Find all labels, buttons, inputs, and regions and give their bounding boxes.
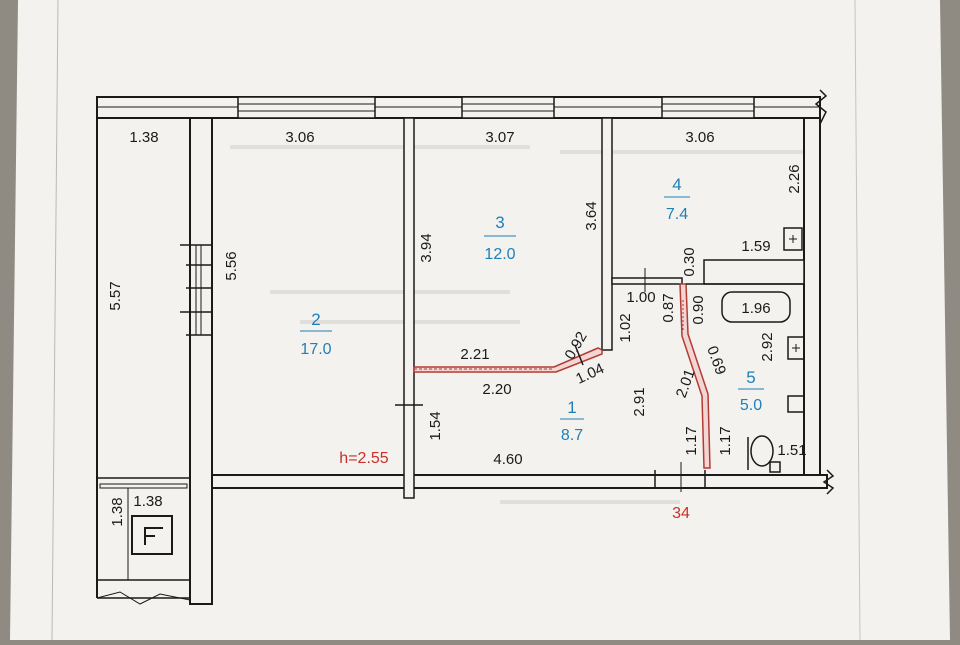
ventilation-shaft xyxy=(96,477,191,581)
partition-bathroom xyxy=(679,283,711,469)
room-label-5: 5 5.0 xyxy=(738,368,764,414)
dim-room3-right: 3.64 xyxy=(583,201,600,230)
bath-cabinet xyxy=(787,395,805,413)
sheet-border-line xyxy=(51,0,59,641)
dim-room2-length: 5.56 xyxy=(223,251,240,280)
dim-wc-151: 1.51 xyxy=(777,442,806,459)
partition-room3-hall xyxy=(413,347,603,373)
outer-wall-right xyxy=(803,117,821,476)
dim-hall-117a: 1.17 xyxy=(683,426,700,455)
wall-room4-bottom xyxy=(611,277,683,285)
dim-shaft-138a: 1.38 xyxy=(109,497,126,526)
window-room2 xyxy=(237,96,376,119)
dim-hall-087: 0.87 xyxy=(660,293,677,322)
room-label-4: 4 7.4 xyxy=(664,175,690,223)
dim-hall-100: 1.00 xyxy=(626,289,655,306)
svg-text:7.4: 7.4 xyxy=(666,206,688,223)
svg-text:3: 3 xyxy=(495,213,504,232)
washbasin-icon xyxy=(787,336,805,360)
dim-hall-220: 2.20 xyxy=(482,381,511,398)
dim-shaft-138b: 1.38 xyxy=(133,493,162,510)
wall-room3-room4 xyxy=(601,117,613,351)
plan-number-label: 34 xyxy=(672,505,690,522)
bathtub-icon xyxy=(721,291,791,323)
svg-text:8.7: 8.7 xyxy=(561,427,583,444)
kitchen-counter xyxy=(703,259,805,285)
window-room4 xyxy=(661,96,755,119)
dim-hall-221: 2.21 xyxy=(460,346,489,363)
room-label-2: 2 17.0 xyxy=(300,310,332,358)
dim-hall-154: 1.54 xyxy=(427,411,444,440)
sheet-border-line xyxy=(854,0,861,641)
svg-text:12.0: 12.0 xyxy=(484,246,515,263)
svg-text:1: 1 xyxy=(567,398,576,417)
svg-text:17.0: 17.0 xyxy=(300,341,331,358)
dim-balcony-width: 1.38 xyxy=(129,129,158,146)
dim-hall-090: 0.90 xyxy=(690,295,707,324)
dim-hall-102: 1.02 xyxy=(617,313,634,342)
dim-room3-width: 3.07 xyxy=(485,129,514,146)
dim-bath-292: 2.92 xyxy=(759,332,776,361)
balcony-door xyxy=(180,244,212,336)
room-label-1: 1 8.7 xyxy=(560,398,584,444)
dim-room3-left: 3.94 xyxy=(418,233,435,262)
break-mark xyxy=(814,89,828,125)
svg-text:5.0: 5.0 xyxy=(740,397,762,414)
room-label-3: 3 12.0 xyxy=(484,213,516,263)
window-room3 xyxy=(461,96,555,119)
ceiling-height-label: h=2.55 xyxy=(339,450,388,467)
dim-balcony-length: 5.57 xyxy=(107,281,124,310)
dim-hall-117b: 1.17 xyxy=(717,426,734,455)
svg-text:2: 2 xyxy=(311,310,320,329)
break-mark xyxy=(822,469,835,495)
dim-room4-right: 2.26 xyxy=(786,164,803,193)
dim-room2-width: 3.06 xyxy=(285,129,314,146)
dim-hall-291: 2.91 xyxy=(631,387,648,416)
svg-text:4: 4 xyxy=(672,175,681,194)
sink-icon xyxy=(783,227,803,251)
dim-hall-460: 4.60 xyxy=(493,451,522,468)
svg-text:5: 5 xyxy=(746,368,755,387)
dim-room4-width: 3.06 xyxy=(685,129,714,146)
toilet-icon xyxy=(747,435,781,473)
dim-bath-196: 1.96 xyxy=(741,300,770,317)
dim-kitchen-bench: 1.59 xyxy=(741,238,770,255)
outer-wall-bottom xyxy=(211,474,828,489)
wall-room2-room3 xyxy=(403,117,415,499)
wall-balcony-room2 xyxy=(189,117,213,605)
dim-partition-030: 0.30 xyxy=(681,247,698,276)
